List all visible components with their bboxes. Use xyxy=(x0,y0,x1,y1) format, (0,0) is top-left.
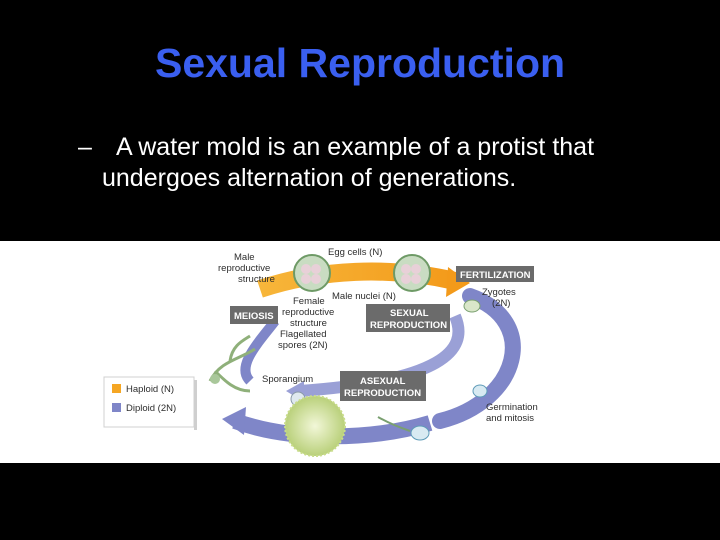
egg-cells-organism-right xyxy=(393,254,431,292)
bullet-text: – A water mold is an example of a protis… xyxy=(78,132,678,194)
male-structure-label-3: structure xyxy=(238,274,275,285)
germination-icon xyxy=(410,425,430,441)
male-structure-label-1: Male xyxy=(234,252,255,263)
diploid-arrowhead-left xyxy=(222,407,246,435)
sexual-reproduction-box xyxy=(366,304,450,332)
female-structure-label-2: reproductive xyxy=(282,307,334,318)
diploid-swatch xyxy=(112,403,121,412)
meiosis-box xyxy=(230,306,278,324)
fertilization-box xyxy=(456,266,534,282)
male-nuclei-label: Male nuclei (N) xyxy=(332,291,396,302)
haploid-swatch xyxy=(112,384,121,393)
life-cycle-diagram: Male reproductive structure Egg cells (N… xyxy=(103,247,538,457)
bullet-body: A water mold is an example of a protist … xyxy=(78,132,678,194)
female-structure-label-1: Female xyxy=(293,296,325,307)
legend-box xyxy=(103,376,195,428)
bullet-line-1: A water mold is an example of a protist … xyxy=(116,133,595,161)
sexual-box-label-2: REPRODUCTION xyxy=(370,320,447,331)
male-structure-label-2: reproductive xyxy=(218,263,270,274)
asexual-reproduction-box xyxy=(340,371,426,401)
flagellated-spores-label-2: spores (2N) xyxy=(278,340,328,351)
germination-label-2: and mitosis xyxy=(486,413,534,424)
sporangium-label: Sporangium xyxy=(262,374,313,385)
egg-cells-organism-left xyxy=(293,254,331,292)
zygote-icon xyxy=(463,299,481,313)
legend-shadow xyxy=(194,380,197,430)
slide-title: Sexual Reproduction xyxy=(154,40,566,86)
meiosis-box-label: MEIOSIS xyxy=(234,311,274,322)
female-structure-label-3: structure xyxy=(290,318,327,329)
haploid-top-arrow xyxy=(257,262,458,298)
spore-burst-icon xyxy=(284,395,346,457)
haploid-legend-label: Haploid (N) xyxy=(126,384,174,395)
flagellated-spores-label-1: Flagellated xyxy=(280,329,326,340)
sexual-box-label-1: SEXUAL xyxy=(390,308,429,319)
asexual-box-label-2: REPRODUCTION xyxy=(344,388,421,399)
water-mold-life-cycle-figure: Male reproductive structure Egg cells (N… xyxy=(0,241,720,463)
diploid-legend-label: Diploid (2N) xyxy=(126,403,176,414)
zygotes-label-1: Zygotes xyxy=(482,287,516,298)
bullet-dash: – xyxy=(78,133,92,161)
fertilization-box-label: FERTILIZATION xyxy=(460,270,531,281)
bullet-line-2: undergoes alternation of generations. xyxy=(102,164,517,192)
germination-label-1: Germination xyxy=(486,402,538,413)
asexual-box-label-1: ASEXUAL xyxy=(360,376,406,387)
egg-cells-label: Egg cells (N) xyxy=(328,247,382,258)
zygotes-label-2: (2N) xyxy=(492,298,510,309)
diploid-cycle-arrow-right xyxy=(432,288,521,429)
